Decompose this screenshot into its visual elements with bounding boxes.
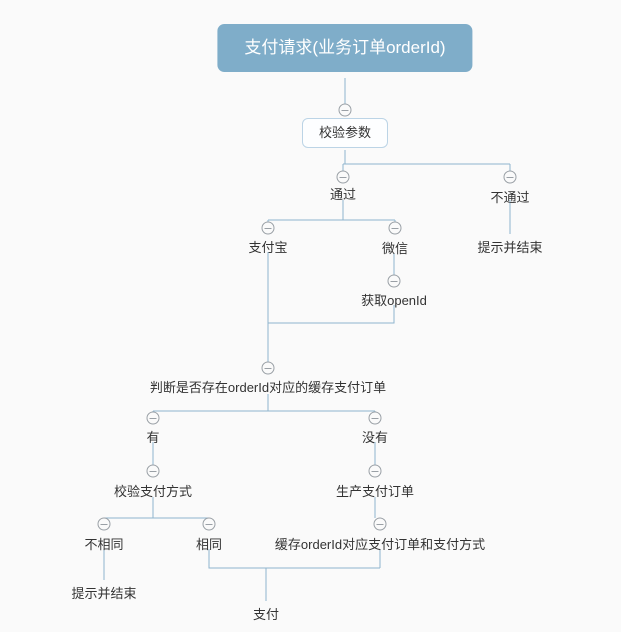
collapse-minus-icon[interactable] xyxy=(202,517,216,531)
collapse-minus-icon[interactable] xyxy=(146,464,160,478)
node-diff[interactable]: 不相同 xyxy=(84,537,123,553)
node-label-cache-order: 缓存orderId对应支付订单和支付方式 xyxy=(274,537,486,552)
edge-pass-to-split2 xyxy=(268,200,395,221)
edge-validate-to-branch1 xyxy=(343,150,510,165)
edge-check-pay-to-split5 xyxy=(104,497,209,519)
node-label-check-pay: 校验支付方式 xyxy=(113,484,193,499)
collapse-minus-icon[interactable] xyxy=(261,221,275,235)
node-alipay[interactable]: 支付宝 xyxy=(248,240,287,256)
node-label-alipay: 支付宝 xyxy=(248,240,288,255)
collapse-minus-icon[interactable] xyxy=(146,411,160,425)
node-label-has: 有 xyxy=(146,430,160,445)
collapse-minus-icon[interactable] xyxy=(368,464,382,478)
collapse-minus-icon[interactable] xyxy=(387,274,401,288)
node-root-title[interactable]: 支付请求(业务订单orderId) xyxy=(217,24,473,72)
node-wechat[interactable]: 微信 xyxy=(382,241,408,257)
node-diff-end[interactable]: 提示并结束 xyxy=(71,586,136,602)
node-label-same: 相同 xyxy=(195,537,223,552)
node-validate[interactable]: 校验参数 xyxy=(301,118,389,148)
node-fail[interactable]: 不通过 xyxy=(490,190,529,206)
node-label-pay: 支付 xyxy=(252,607,280,622)
node-label-check-cache: 判断是否存在orderId对应的缓存支付订单 xyxy=(149,380,387,395)
node-label-fail: 不通过 xyxy=(490,190,530,205)
node-none[interactable]: 没有 xyxy=(362,430,388,446)
node-same[interactable]: 相同 xyxy=(196,537,222,553)
node-pass[interactable]: 通过 xyxy=(330,187,356,203)
node-check-cache[interactable]: 判断是否存在orderId对应的缓存支付订单 xyxy=(150,380,386,396)
collapse-minus-icon[interactable] xyxy=(388,221,402,235)
node-has[interactable]: 有 xyxy=(146,430,159,446)
node-label-gen-order: 生产支付订单 xyxy=(335,484,415,499)
node-openid[interactable]: 获取openId xyxy=(361,293,427,309)
node-label-pass: 通过 xyxy=(329,187,357,202)
node-label-openid: 获取openId xyxy=(361,293,427,308)
collapse-minus-icon[interactable] xyxy=(373,517,387,531)
collapse-minus-icon[interactable] xyxy=(503,170,517,184)
node-label-fail-end: 提示并结束 xyxy=(477,240,543,255)
node-gen-order[interactable]: 生产支付订单 xyxy=(336,484,414,500)
node-pay[interactable]: 支付 xyxy=(253,607,279,623)
node-fail-end[interactable]: 提示并结束 xyxy=(477,240,542,256)
node-check-pay[interactable]: 校验支付方式 xyxy=(114,484,192,500)
collapse-minus-icon[interactable] xyxy=(338,103,352,117)
collapse-minus-icon[interactable] xyxy=(368,411,382,425)
node-label-none: 没有 xyxy=(361,430,389,445)
collapse-minus-icon[interactable] xyxy=(97,517,111,531)
node-label-diff-end: 提示并结束 xyxy=(71,586,137,601)
node-label-wechat: 微信 xyxy=(381,241,409,256)
edge-check-cache-to-split4 xyxy=(153,394,375,412)
collapse-minus-icon[interactable] xyxy=(261,361,275,375)
node-label-diff: 不相同 xyxy=(84,537,124,552)
collapse-minus-icon[interactable] xyxy=(336,170,350,184)
node-cache-order[interactable]: 缓存orderId对应支付订单和支付方式 xyxy=(275,537,485,553)
